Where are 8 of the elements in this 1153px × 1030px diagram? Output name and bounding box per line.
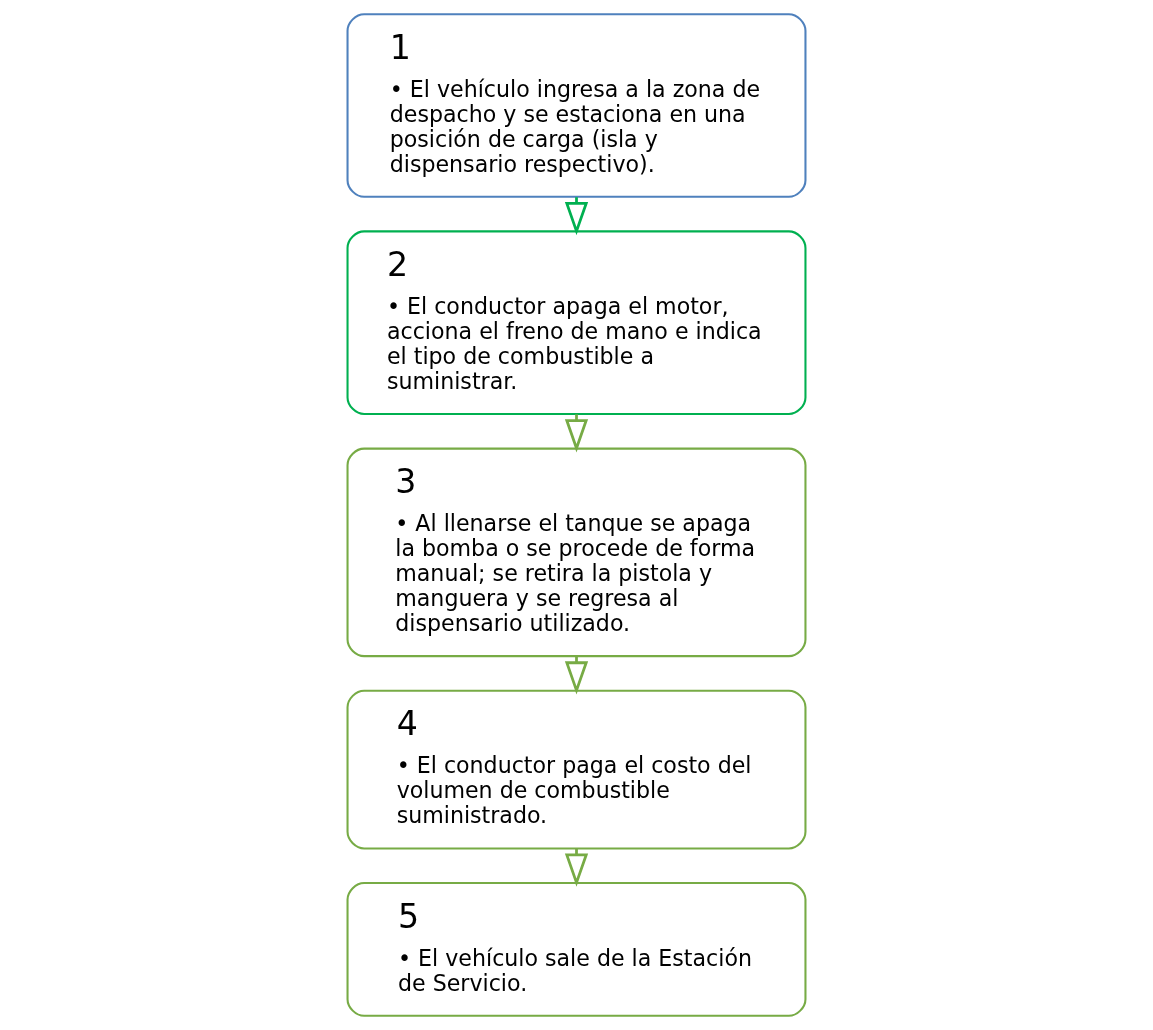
node-box: 3 • Al llenarse el tanque se apaga la bomba o se procede de forma manual; se retira la pistola y manguera y se regresa al dispensario utilizado. bbox=[346, 447, 807, 658]
node-box: 4 • El conductor paga el costo del volumen de combustible suministrado. bbox=[346, 689, 807, 850]
node-box: 1 • El vehículo ingresa a la zona de despacho y se estaciona en una posición de carga (isla y dispensario respectivo). bbox=[346, 13, 807, 198]
arrow bbox=[564, 197, 589, 236]
node-box: 2 • El conductor apaga el motor, acciona el freno de mano e indica el tipo de combustible a suministrar. bbox=[346, 230, 807, 416]
arrow bbox=[564, 848, 589, 887]
node-box: 5 • El vehículo sale de la Estación de Servicio. bbox=[346, 881, 807, 1017]
arrow bbox=[564, 414, 589, 453]
